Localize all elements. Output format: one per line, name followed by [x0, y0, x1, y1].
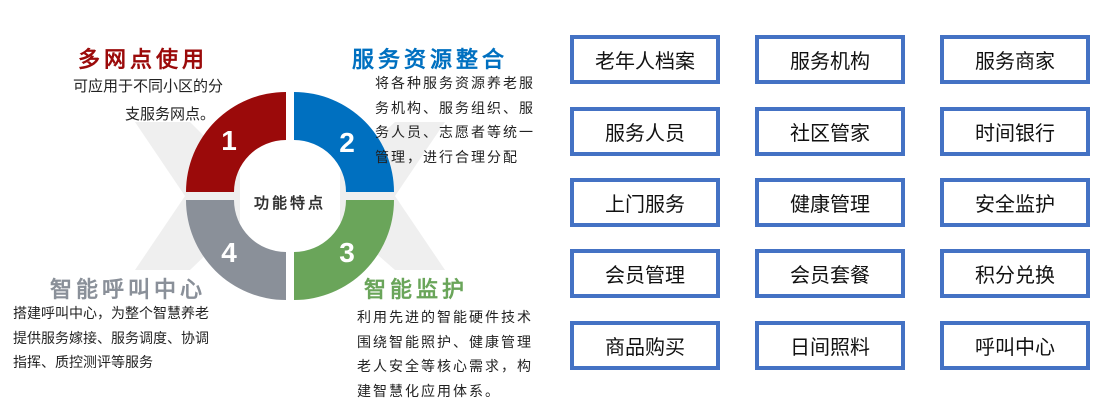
feature-desc-call-center: 搭建呼叫中心，为整个智慧养老 提供服务嫁接、服务调度、协调 指挥、质控测评等服务: [13, 302, 209, 376]
feature-ring-diagram: 1 2 3 4 功能特点: [135, 92, 445, 300]
module-button[interactable]: 时间银行: [940, 107, 1090, 156]
quadrant-4: [186, 200, 286, 300]
desc-line: 管理，进行合理分配: [375, 149, 519, 166]
quadrant-number-1: 1: [221, 125, 237, 156]
desc-line: 可应用于不同小区的分: [72, 77, 223, 95]
module-button[interactable]: 积分兑换: [940, 249, 1090, 298]
desc-line: 搭建呼叫中心，为整个智慧养老: [13, 306, 209, 322]
desc-line: 务机构、服务组织、服: [375, 100, 535, 117]
module-button[interactable]: 服务人员: [570, 107, 720, 156]
module-button[interactable]: 健康管理: [755, 178, 905, 227]
desc-line: 提供服务嫁接、服务调度、协调: [13, 330, 209, 347]
module-button[interactable]: 呼叫中心: [940, 321, 1090, 370]
desc-line: 老人安全等核心需求，构: [357, 359, 533, 375]
feature-desc-multi-site: 可应用于不同小区的分 支服务网点。: [33, 72, 223, 128]
feature-desc-smart-monitoring: 利用先进的智能硬件技术 围绕智能照护、健康管理 老人安全等核心需求，构 建智慧化…: [357, 306, 533, 404]
feature-title-resource-integration: 服务资源整合: [352, 48, 509, 73]
desc-line: 支服务网点。: [124, 105, 215, 123]
module-button[interactable]: 商品购买: [570, 321, 720, 370]
module-button[interactable]: 服务机构: [755, 35, 905, 84]
module-button[interactable]: 日间照料: [755, 321, 905, 370]
module-button[interactable]: 老年人档案: [570, 35, 720, 84]
module-button[interactable]: 上门服务: [570, 178, 720, 227]
desc-line: 利用先进的智能硬件技术: [357, 310, 533, 326]
feature-title-smart-monitoring: 智能监护: [364, 278, 469, 303]
desc-line: 建智慧化应用体系。: [357, 383, 501, 400]
feature-title-call-center: 智能呼叫中心: [50, 278, 207, 303]
desc-line: 务人员、志愿者等统一: [375, 125, 535, 141]
feature-title-multi-site: 多网点使用: [78, 48, 209, 73]
center-label: 功能特点: [254, 194, 326, 212]
quadrant-2: [294, 92, 394, 192]
desc-line: 指挥、质控测评等服务: [13, 355, 153, 371]
desc-line: 围绕智能照护、健康管理: [357, 334, 533, 351]
module-button[interactable]: 会员管理: [570, 249, 720, 298]
module-button[interactable]: 会员套餐: [755, 249, 905, 298]
quadrant-3: [294, 200, 394, 300]
quadrant-number-2: 2: [339, 127, 355, 158]
quadrant-1: [186, 92, 286, 192]
module-button[interactable]: 安全监护: [940, 178, 1090, 227]
module-button[interactable]: 服务商家: [940, 35, 1090, 84]
feature-desc-resource-integration: 将各种服务资源养老服 务机构、服务组织、服 务人员、志愿者等统一 管理，进行合理…: [375, 72, 535, 170]
quadrant-number-3: 3: [339, 237, 355, 268]
quadrant-number-4: 4: [221, 237, 237, 268]
module-button[interactable]: 社区管家: [755, 107, 905, 156]
desc-line: 将各种服务资源养老服: [375, 76, 535, 92]
